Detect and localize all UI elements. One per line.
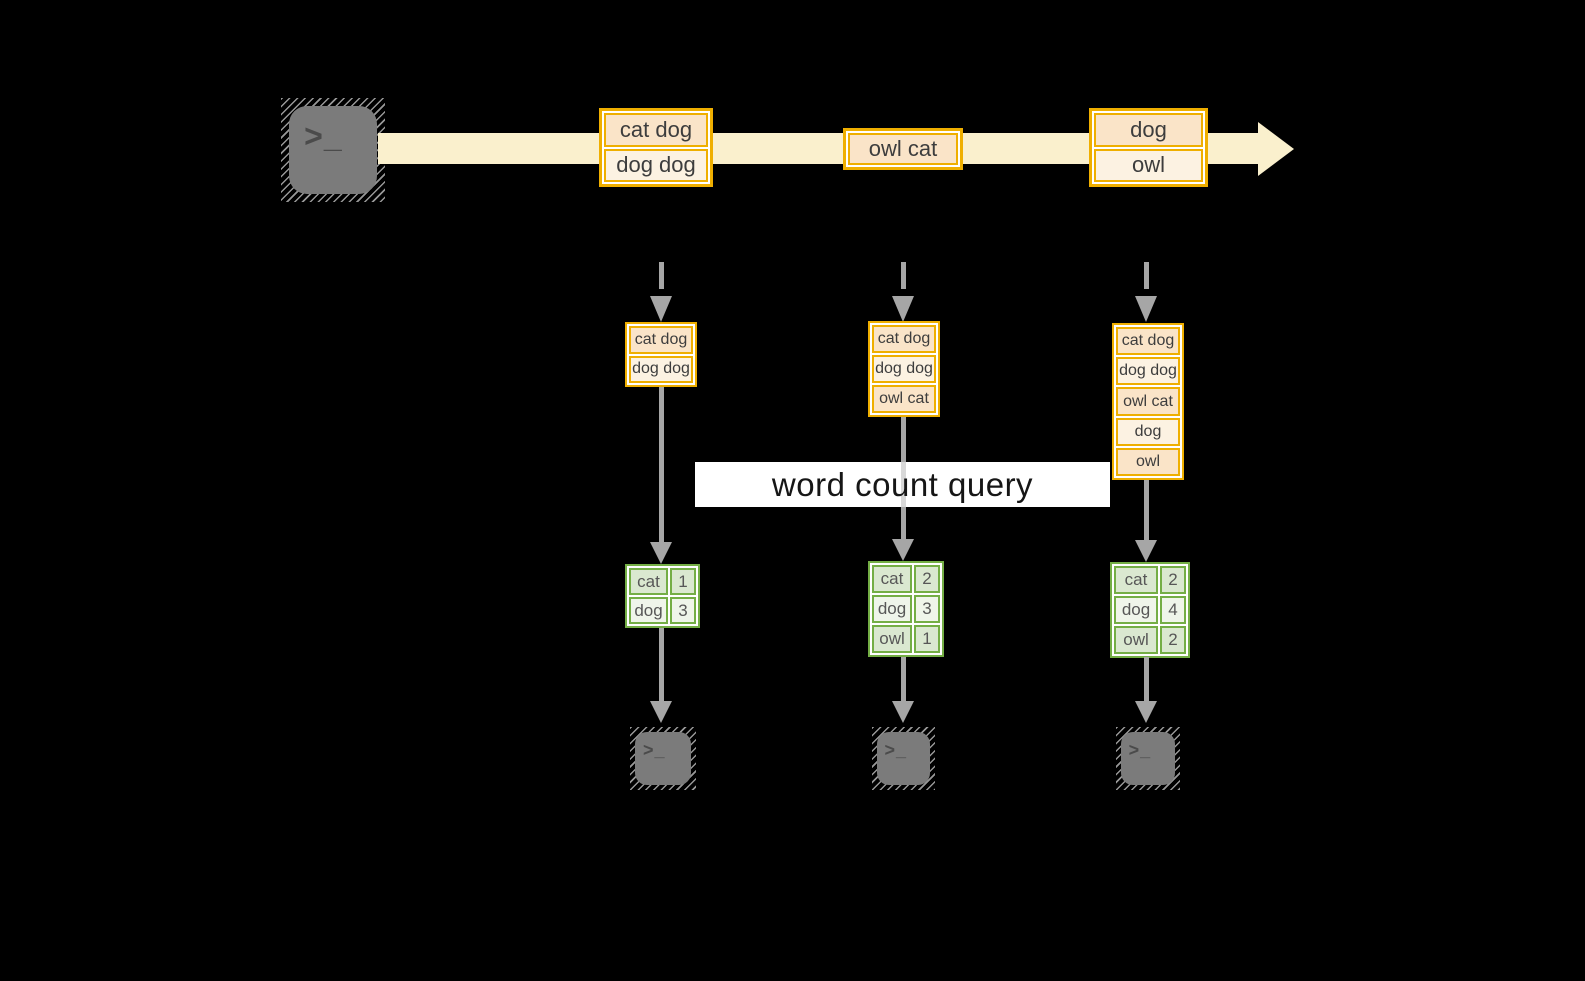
state-record: cat dog xyxy=(1116,327,1180,356)
ingest-arrowhead-icon-1 xyxy=(650,296,672,322)
count-word-cell: cat xyxy=(629,568,668,595)
output-flow-line-1 xyxy=(659,628,664,703)
count-value-cell: 2 xyxy=(1160,566,1186,594)
count-value-cell: 1 xyxy=(914,625,940,653)
ingest-dashed-line-1 xyxy=(659,262,664,289)
output-arrowhead-icon-2 xyxy=(892,701,914,723)
count-value-cell: 2 xyxy=(1160,626,1186,654)
query-arrowhead-icon-1 xyxy=(650,542,672,564)
output-terminal-icon-1: >_ xyxy=(630,727,696,790)
state-record: dog xyxy=(1116,417,1180,446)
output-terminal-icon-3: >_ xyxy=(1116,727,1180,790)
stream-record: cat dog xyxy=(604,113,708,147)
terminal-body: >_ xyxy=(877,732,930,785)
state-buffer-box-1: cat dog dog dog xyxy=(625,322,697,387)
ingest-arrowhead-icon-3 xyxy=(1135,296,1157,322)
count-word-cell: dog xyxy=(1114,596,1158,624)
stream-record-box-2: owl cat xyxy=(843,128,963,170)
query-flow-line-1 xyxy=(659,387,664,542)
state-record: owl cat xyxy=(1116,387,1180,416)
count-value-cell: 1 xyxy=(670,568,696,595)
output-flow-line-2 xyxy=(901,657,906,703)
terminal-prompt-glyph: >_ xyxy=(1128,739,1152,760)
query-flow-line-2b xyxy=(901,462,906,507)
state-record: owl xyxy=(1116,447,1180,477)
state-buffer-box-3: cat dog dog dog owl cat dog owl xyxy=(1112,323,1184,480)
count-table-3: cat 2 dog 4 owl 2 xyxy=(1110,562,1190,658)
stream-record: owl xyxy=(1094,148,1203,182)
query-flow-line-2a xyxy=(901,417,906,462)
count-word-cell: cat xyxy=(1114,566,1158,594)
state-record: cat dog xyxy=(629,326,693,354)
query-arrowhead-icon-2 xyxy=(892,539,914,561)
count-value-cell: 3 xyxy=(914,595,940,623)
count-word-cell: owl xyxy=(1114,626,1158,654)
terminal-body: >_ xyxy=(635,732,691,785)
count-table-1: cat 1 dog 3 xyxy=(625,564,700,628)
count-word-cell: cat xyxy=(872,565,912,593)
terminal-prompt-glyph: >_ xyxy=(884,739,907,760)
state-record: dog dog xyxy=(1116,357,1180,386)
stream-record: owl cat xyxy=(848,133,958,165)
stream-record: dog xyxy=(1094,113,1203,147)
output-terminal-icon-2: >_ xyxy=(872,727,935,790)
output-arrowhead-icon-3 xyxy=(1135,701,1157,723)
state-record: dog dog xyxy=(872,355,936,383)
stream-record: dog dog xyxy=(604,148,708,182)
count-word-cell: dog xyxy=(872,595,912,623)
terminal-prompt-glyph: >_ xyxy=(304,118,343,155)
state-record: owl cat xyxy=(872,385,936,413)
ingest-dashed-line-2 xyxy=(901,262,906,289)
count-value-cell: 3 xyxy=(670,597,696,624)
terminal-prompt-glyph: >_ xyxy=(643,739,666,760)
terminal-body: >_ xyxy=(289,106,377,194)
ingest-dashed-line-3 xyxy=(1144,262,1149,289)
stream-record-box-1: cat dog dog dog xyxy=(599,108,713,187)
source-terminal-icon: >_ xyxy=(281,98,385,202)
query-arrowhead-icon-3 xyxy=(1135,540,1157,562)
state-buffer-box-2: cat dog dog dog owl cat xyxy=(868,321,940,417)
output-arrowhead-icon-1 xyxy=(650,701,672,723)
stream-record-box-3: dog owl xyxy=(1089,108,1208,187)
count-table-2: cat 2 dog 3 owl 1 xyxy=(868,561,944,657)
state-record: dog dog xyxy=(629,355,693,383)
query-flow-line-3 xyxy=(1144,480,1149,540)
state-record: cat dog xyxy=(872,325,936,353)
stream-arrowhead-icon xyxy=(1258,122,1294,176)
output-flow-line-3 xyxy=(1144,657,1149,703)
terminal-body: >_ xyxy=(1121,732,1175,785)
count-value-cell: 2 xyxy=(914,565,940,593)
count-word-cell: dog xyxy=(629,597,668,624)
query-label: word count query xyxy=(771,465,1034,503)
count-value-cell: 4 xyxy=(1160,596,1186,624)
count-word-cell: owl xyxy=(872,625,912,653)
ingest-arrowhead-icon-2 xyxy=(892,296,914,322)
query-flow-line-2c xyxy=(901,507,906,539)
